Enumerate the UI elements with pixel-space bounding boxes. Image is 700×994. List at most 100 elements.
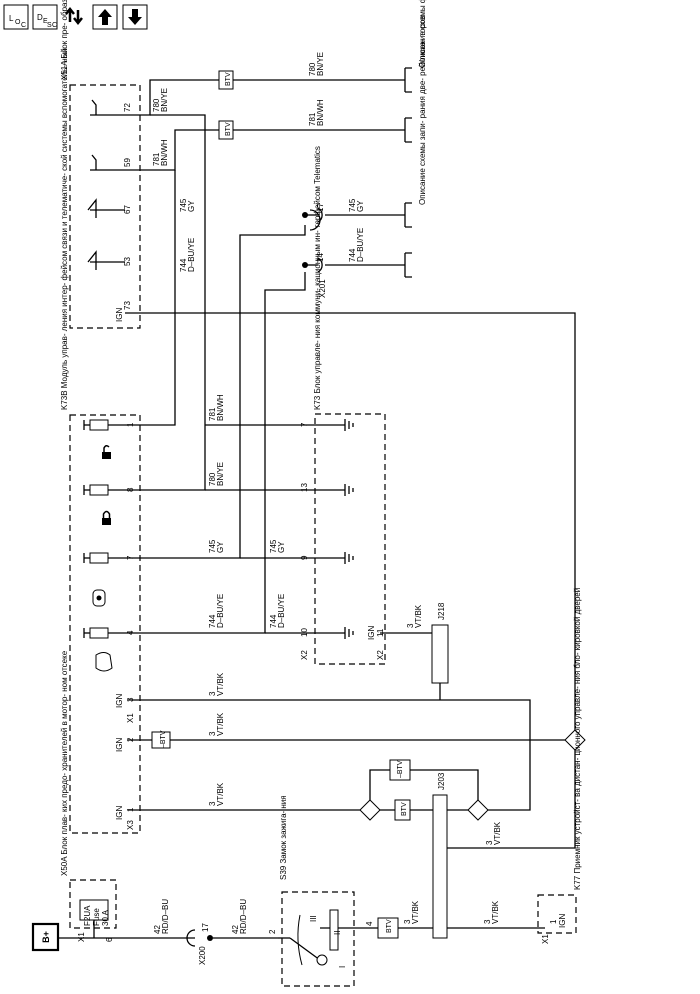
wire-745-color-b: GY (277, 541, 286, 553)
wire-745-color-d: GY (356, 200, 365, 212)
arrow-up-button[interactable] (92, 4, 118, 30)
unlock-icon (102, 444, 111, 459)
x3-label: X3 (126, 820, 135, 830)
wire-3-color-g: VT/BK (414, 604, 423, 628)
x1-pin2-ign: IGN (115, 738, 124, 752)
x51a-ign: IGN (115, 308, 124, 322)
wire-42-color-a: RD/D–BU (161, 899, 170, 934)
labels: B+ X50A Блок плав- ких предо- хранителей… (41, 0, 582, 968)
x1-label: X1 (77, 932, 86, 942)
k77-outline (537, 894, 577, 934)
k77-x1: X1 (541, 934, 550, 944)
car-horn-icon (92, 589, 106, 607)
x50a-label: X50A Блок плав- ких предо- хранителей в … (60, 650, 69, 876)
wire-780-a: 780 (208, 472, 217, 486)
ground-symbol-1 (344, 419, 354, 431)
wire-3-color-d: VT/BK (216, 782, 225, 806)
k73-internals (320, 419, 354, 639)
wire-781-color-a: BN/WH (216, 394, 225, 421)
k77-pin-1: 1 (549, 919, 558, 924)
k73-pin-9: 9 (300, 555, 309, 560)
connector-tool-button[interactable] (63, 5, 87, 29)
s39-label: S39 Замок зажига- ния (279, 795, 288, 880)
x200-connector (186, 929, 213, 947)
x201-connector (302, 207, 323, 273)
wire-42-b: 42 (231, 925, 240, 934)
x1-pin-2: 2 (126, 737, 135, 742)
wire-3-a: 3 (403, 919, 412, 924)
wire-745-a: 745 (208, 539, 217, 553)
fuse-symbol (79, 899, 109, 938)
rke-terminals (404, 67, 412, 278)
wire-744-a: 744 (208, 614, 217, 628)
wire-781-color-c: BN/WH (316, 99, 325, 126)
k73-ign: IGN (367, 626, 376, 640)
wire-3-g: 3 (406, 623, 415, 628)
k73b-pin-4: 4 (126, 630, 135, 635)
k73b-label: K73B Модуль управ- ления интер- фейсом с… (60, 48, 69, 410)
k73-pin-11: 11 (376, 628, 385, 637)
desc-label: D (37, 13, 43, 22)
svg-text:E: E (43, 18, 48, 25)
splice-bars (431, 624, 449, 939)
battery-positive (31, 922, 60, 952)
ground-symbol-2 (344, 484, 354, 496)
ground-symbol-3 (344, 552, 354, 564)
wire-744-color-c: D–BU/YE (187, 238, 196, 272)
neg-btv-loop: –BTV (397, 760, 404, 778)
wire-745-d: 745 (348, 198, 357, 212)
ground-symbol-4 (344, 627, 354, 639)
wire-744-d: 744 (348, 248, 357, 262)
lock-icon (102, 510, 111, 525)
arrow-down-button[interactable] (122, 4, 148, 30)
wire-745-color-a: GY (216, 541, 225, 553)
x201-label: X201 (318, 279, 327, 298)
wire-744-c: 744 (179, 258, 188, 272)
k73-x2-b: X2 (376, 650, 385, 660)
wire-744-b: 744 (269, 614, 278, 628)
x1-pin3-ign: IGN (115, 694, 124, 708)
neg-btv-x1: –BTV (160, 730, 167, 748)
wire-780-color-a: BN/YE (216, 462, 225, 486)
btv-781: BTV (225, 122, 232, 136)
fuse-code: F2UA (83, 905, 92, 926)
arrow-down-icon (128, 9, 142, 25)
wire-744-color-a: D–BU/YE (216, 594, 225, 628)
k73b-pin-8: 8 (126, 487, 135, 492)
x51a-pin-72: 72 (123, 103, 132, 112)
wire-780-c: 780 (308, 62, 317, 76)
svg-text:S: S (47, 22, 52, 29)
desc-button[interactable]: D E S C (32, 4, 58, 30)
door-lock-description-link[interactable]: Описание схемы запи- рания две- рей/люка… (418, 15, 427, 205)
wire-3-color-e: VT/BK (216, 712, 225, 736)
x51a-outline (69, 84, 141, 329)
x51a-label: X51A Блок пре- образо- вателей панели пр… (60, 0, 69, 80)
wire-3-f: 3 (208, 691, 217, 696)
x51a-switches (87, 99, 97, 270)
svg-text:C: C (21, 22, 26, 29)
k77-ign: IGN (558, 914, 567, 928)
s39-pin-2: 2 (268, 929, 277, 934)
wire-3-c: 3 (485, 840, 494, 845)
k73-label: K73 Блок управле- ния коммуни- кационным… (313, 146, 322, 410)
k77-label: K77 Приемник устройст- ва дистан- ционно… (573, 588, 582, 890)
rke-description-link[interactable]: Описание схемы фун- кций дистан- ционног… (418, 0, 427, 68)
switch-pos-ii: II (333, 931, 342, 935)
vehicle-trunk-icon (95, 652, 113, 672)
wire-745-c: 745 (179, 198, 188, 212)
btv-780: BTV (225, 72, 232, 86)
ignition-switch (278, 909, 339, 966)
switch-pos-i: I (338, 966, 347, 968)
b-plus-label: B+ (41, 931, 51, 943)
loc-label: L (9, 14, 14, 23)
wire-3-e: 3 (208, 731, 217, 736)
wire-3-d: 3 (208, 801, 217, 806)
btv-s39: BTV (386, 919, 393, 933)
x50a-outline (69, 879, 117, 929)
k73-outline (314, 413, 386, 665)
x3-ign: IGN (115, 806, 124, 820)
k73b-pin-1: 1 (126, 422, 135, 427)
loc-button[interactable]: L O C (3, 4, 29, 30)
x1-pin-3: 3 (126, 697, 135, 702)
